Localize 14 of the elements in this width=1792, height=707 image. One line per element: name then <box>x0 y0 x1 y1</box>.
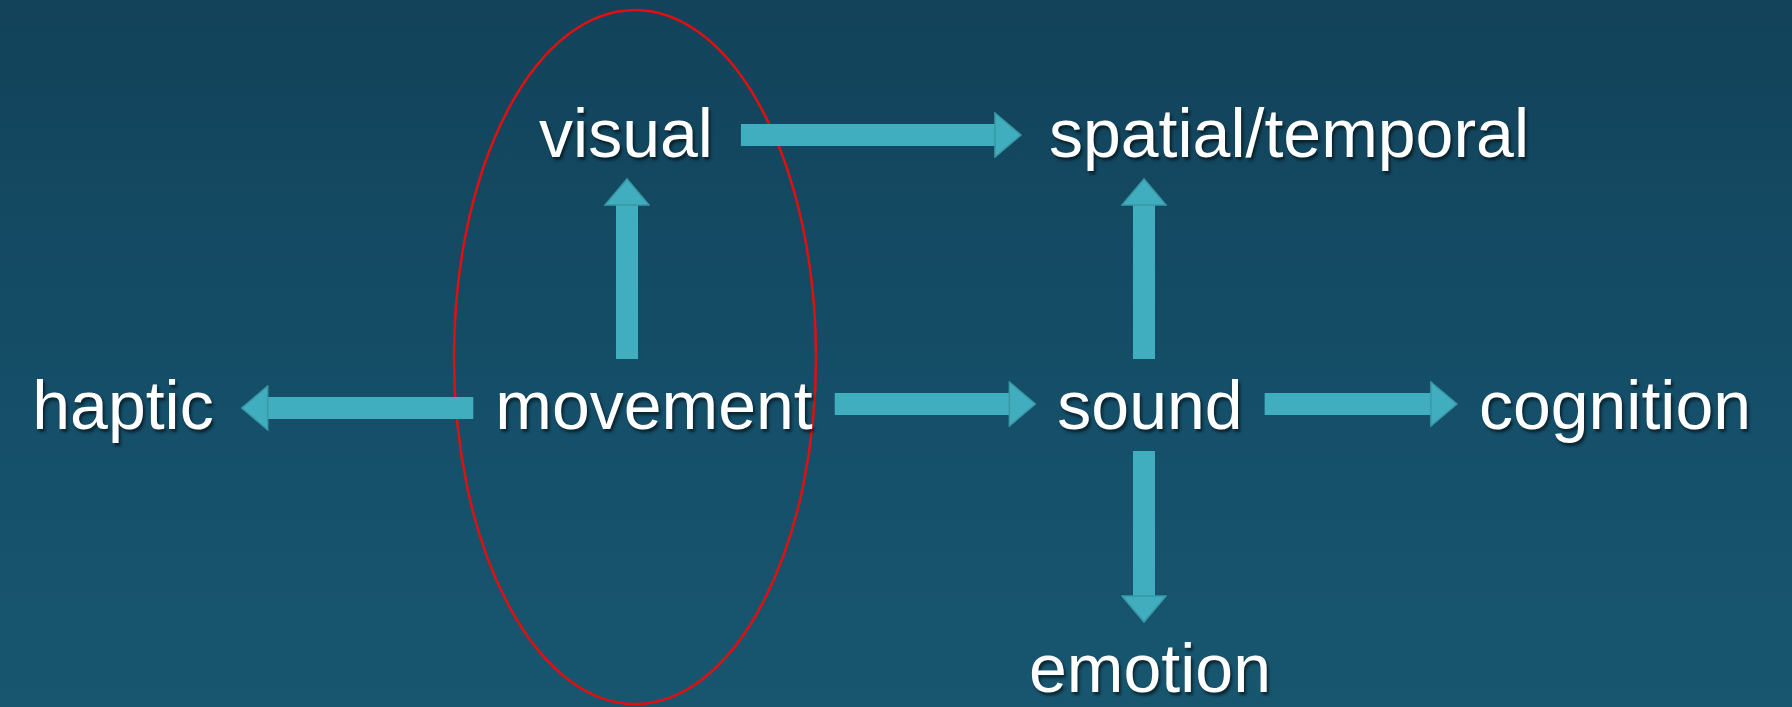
block-arrow <box>1121 451 1167 623</box>
block-arrow <box>1264 381 1458 427</box>
block-arrow <box>604 178 650 359</box>
block-arrow <box>740 112 1022 158</box>
node-label: spatial/temporal <box>1041 95 1537 171</box>
node-label: emotion <box>1021 630 1279 706</box>
node-label: visual <box>531 95 721 171</box>
block-arrow <box>241 385 474 431</box>
node-label: movement <box>487 367 821 443</box>
block-arrow <box>834 381 1037 427</box>
node-label: haptic <box>24 367 222 443</box>
node-label: sound <box>1049 367 1251 443</box>
node-label: cognition <box>1470 367 1760 443</box>
block-arrow <box>1121 178 1167 359</box>
